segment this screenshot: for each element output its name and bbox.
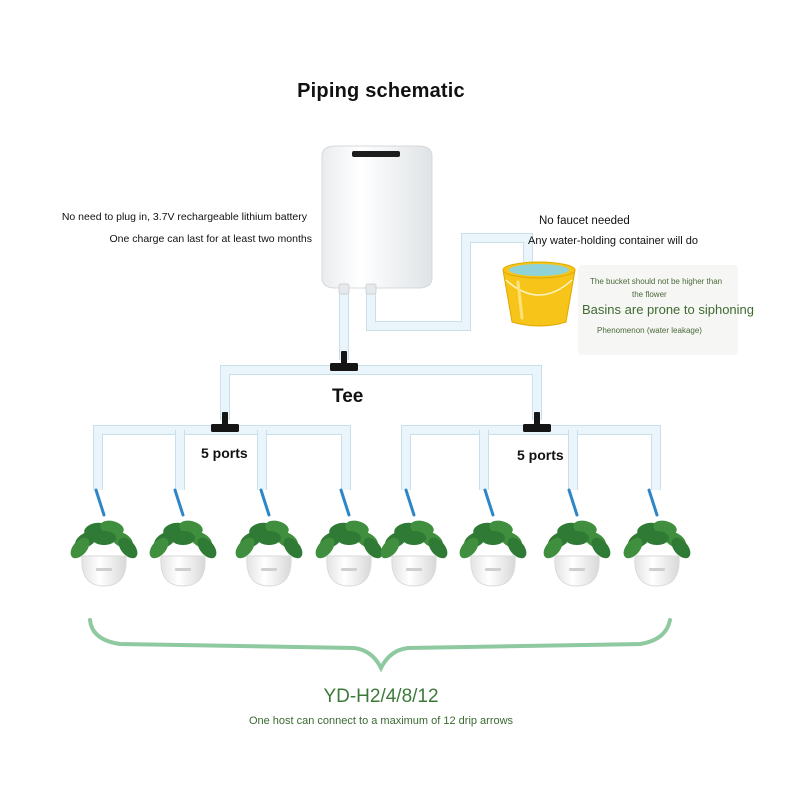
host-layer bbox=[321, 145, 433, 295]
leaf bbox=[257, 531, 281, 545]
leaf bbox=[402, 531, 426, 545]
leaf bbox=[481, 531, 505, 545]
leaf bbox=[565, 531, 589, 545]
drip-arrow-2 bbox=[173, 488, 185, 517]
pot-hole bbox=[406, 568, 422, 571]
potted-plant-1 bbox=[70, 488, 138, 587]
drip-arrow-6 bbox=[483, 488, 495, 517]
siphon-warning: Basins are prone to siphoning bbox=[582, 302, 755, 317]
controller-host bbox=[321, 145, 433, 295]
tee-branch-pipe bbox=[221, 366, 541, 420]
battery-note-line-1: No need to plug in, 3.7V rechargeable li… bbox=[61, 211, 307, 223]
plant-row bbox=[70, 488, 691, 587]
leaf bbox=[591, 537, 611, 559]
supply-pipe bbox=[367, 234, 532, 330]
diagram-title: Piping schematic bbox=[297, 80, 465, 102]
drip-arrow-1 bbox=[94, 488, 106, 517]
pot-hole bbox=[485, 568, 501, 571]
leaf bbox=[459, 537, 479, 559]
bucket-handle bbox=[505, 279, 573, 296]
water-note-line-1: No faucet needed bbox=[539, 215, 630, 227]
bucket-warning-line-2: the flower bbox=[632, 290, 667, 299]
leaf bbox=[92, 531, 116, 545]
leaf bbox=[623, 537, 643, 559]
bracket-group bbox=[88, 618, 672, 673]
leaf bbox=[543, 537, 563, 559]
bucket-warning-line-1: The bucket should not be higher than bbox=[590, 277, 723, 286]
leaf bbox=[171, 531, 195, 545]
drip-arrow-8 bbox=[647, 488, 659, 517]
pot-hole bbox=[569, 568, 585, 571]
pot-hole bbox=[649, 568, 665, 571]
grouping-brace bbox=[88, 618, 672, 673]
leaf bbox=[671, 537, 691, 559]
leaf bbox=[507, 537, 527, 559]
left-five-port-connector bbox=[211, 412, 239, 432]
leaf bbox=[118, 537, 138, 559]
host-outlet-right bbox=[365, 283, 377, 295]
left-ports-label: 5 ports bbox=[201, 445, 248, 461]
potted-plant-8 bbox=[623, 488, 691, 587]
connector-group bbox=[211, 351, 551, 432]
left-five-port-connector-stem bbox=[222, 412, 228, 426]
pot-hole bbox=[261, 568, 277, 571]
drip-arrow-5 bbox=[404, 488, 416, 517]
bucket-water bbox=[509, 264, 569, 276]
leaf bbox=[235, 537, 255, 559]
potted-plant-7 bbox=[543, 488, 611, 587]
leaf bbox=[363, 537, 383, 559]
leaf bbox=[197, 537, 217, 559]
main-tee-connector-stem bbox=[341, 351, 347, 365]
drip-arrow-4 bbox=[339, 488, 351, 517]
model-number: YD-H2/4/8/12 bbox=[323, 686, 439, 707]
leaf bbox=[283, 537, 303, 559]
right-ports-label: 5 ports bbox=[517, 447, 564, 463]
leaf bbox=[315, 537, 335, 559]
right-five-port-connector bbox=[523, 412, 551, 432]
right-five-port-connector-stem bbox=[534, 412, 540, 426]
drip-arrow-7 bbox=[567, 488, 579, 517]
potted-plant-2 bbox=[149, 488, 217, 587]
capacity-note: One host can connect to a maximum of 12 … bbox=[248, 715, 514, 727]
potted-plant-4 bbox=[315, 488, 383, 587]
drip-arrow-3 bbox=[259, 488, 271, 517]
pot-hole bbox=[175, 568, 191, 571]
potted-plant-3 bbox=[235, 488, 303, 587]
pot-hole bbox=[341, 568, 357, 571]
host-body bbox=[321, 145, 433, 289]
bucket-layer bbox=[502, 261, 576, 327]
leaf bbox=[645, 531, 669, 545]
potted-plant-5 bbox=[380, 488, 448, 587]
bucket-highlight bbox=[516, 280, 524, 320]
right-five-port-connector-bar bbox=[523, 424, 551, 432]
leaf bbox=[337, 531, 361, 545]
leaf bbox=[428, 537, 448, 559]
main-tee-connector bbox=[330, 351, 358, 371]
bucket-warning-card bbox=[578, 265, 738, 355]
tee-label: Tee bbox=[332, 386, 364, 407]
leaf bbox=[380, 537, 400, 559]
pot-hole bbox=[96, 568, 112, 571]
water-note-line-2: Any water-holding container will do bbox=[528, 235, 698, 247]
leakage-note: Phenomenon (water leakage) bbox=[597, 326, 702, 335]
battery-note-line-2: One charge can last for at least two mon… bbox=[109, 233, 312, 245]
leaf bbox=[70, 537, 90, 559]
left-five-port-connector-bar bbox=[211, 424, 239, 432]
tee-branch-pipe-edge bbox=[220, 365, 542, 420]
host-display bbox=[352, 151, 400, 157]
main-tee-connector-bar bbox=[330, 363, 358, 371]
host-outlet-left bbox=[338, 283, 350, 295]
potted-plant-6 bbox=[459, 488, 527, 587]
water-bucket bbox=[502, 261, 576, 327]
leaf bbox=[149, 537, 169, 559]
